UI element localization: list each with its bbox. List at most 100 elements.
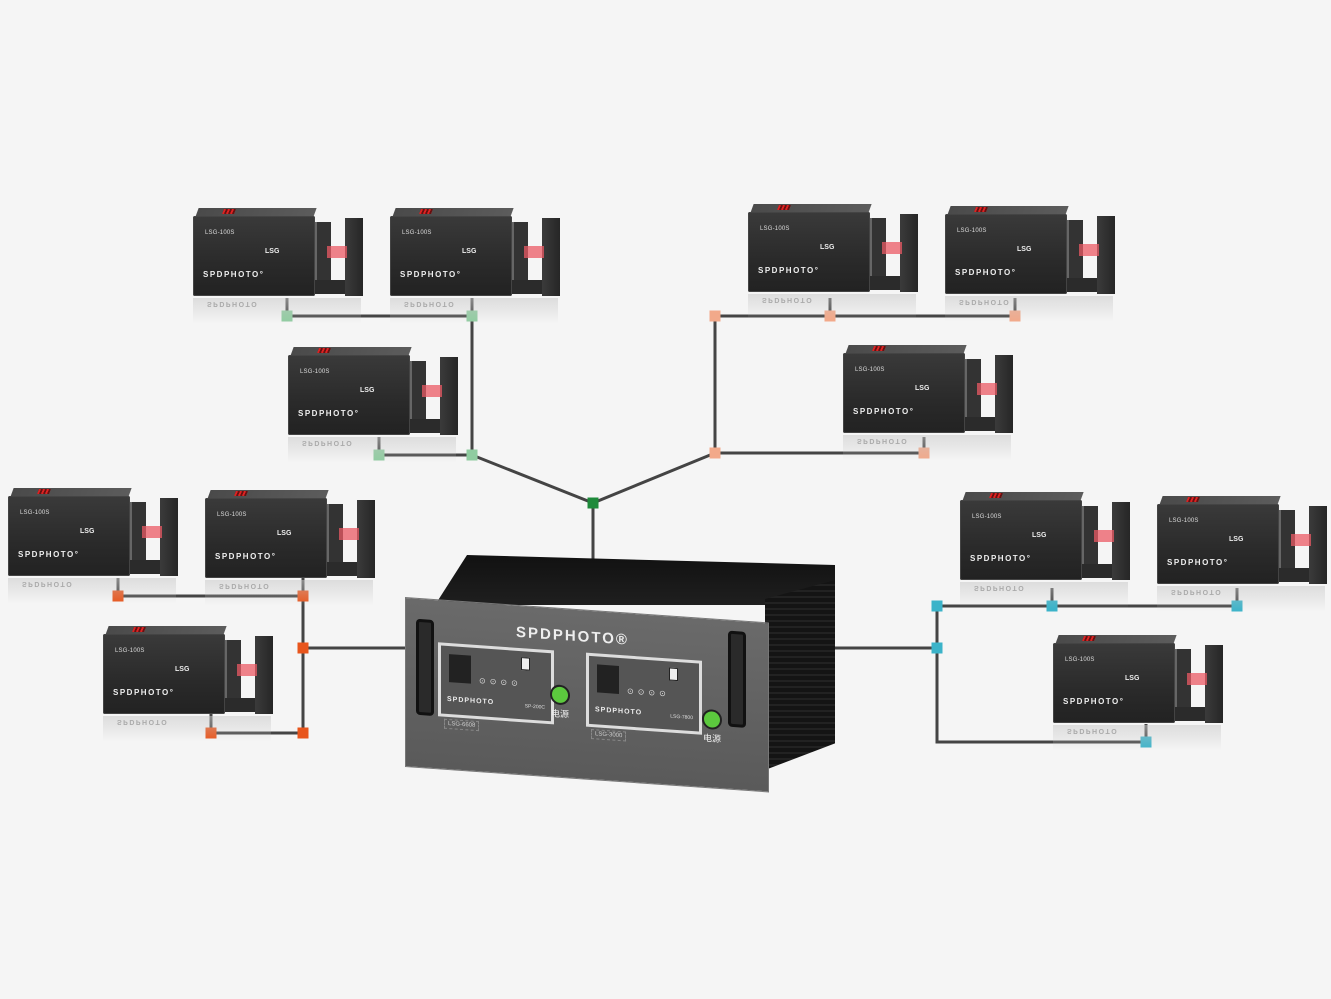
sensor-body <box>8 496 130 576</box>
laser-sensor-9: SPDPHOTO LSG-100S LSG SPDPHOTO° <box>103 626 273 746</box>
panel-model: SP-200C <box>524 703 545 711</box>
left-node <box>297 642 309 654</box>
sensor-model: LSG-100S <box>1065 657 1095 663</box>
panel-brand: SPDPHOTO <box>447 695 495 707</box>
laser-sensor-4: SPDPHOTO LSG-100S LSG SPDPHOTO° <box>748 204 918 324</box>
laser-sensor-11: SPDPHOTO LSG-100S LSG SPDPHOTO° <box>1157 496 1327 616</box>
reflection-text: SPDPHOTO <box>857 437 909 444</box>
red-indicator <box>37 489 51 494</box>
controller-brand: SPDPHOTO® <box>516 623 629 649</box>
sensor-body <box>193 216 315 296</box>
power-button-1[interactable] <box>550 684 570 706</box>
red-indicator <box>1082 636 1096 641</box>
reflection: SPDPHOTO <box>193 298 361 324</box>
sensor-brand: SPDPHOTO° <box>758 266 820 275</box>
sensor-brand: SPDPHOTO° <box>18 550 80 559</box>
sensor-type-label: LSG <box>1017 246 1032 253</box>
laser-beam <box>327 246 347 258</box>
reflection: SPDPHOTO <box>288 437 456 463</box>
sensor-model: LSG-100S <box>217 512 247 518</box>
laser-sensor-6: SPDPHOTO LSG-100S LSG SPDPHOTO° <box>843 345 1013 465</box>
red-indicator <box>132 627 146 632</box>
top-right-node <box>709 447 721 459</box>
sensor-fork <box>130 498 178 578</box>
laser-beam <box>1079 244 1099 256</box>
toggle-switch[interactable] <box>521 657 530 671</box>
sensor-body <box>205 498 327 578</box>
sensor-model: LSG-100S <box>760 226 790 232</box>
hub-node <box>587 497 599 509</box>
sensor-fork <box>870 214 918 294</box>
sensor-fork <box>327 500 375 580</box>
reflection-text: SPDPHOTO <box>1171 588 1223 595</box>
sensor-type-label: LSG <box>1125 675 1140 682</box>
sensor-model: LSG-100S <box>20 510 50 516</box>
laser-sensor-8: SPDPHOTO LSG-100S LSG SPDPHOTO° <box>205 490 375 610</box>
sensor-model: LSG-100S <box>402 230 432 236</box>
knob-icons: ⊙⊙⊙⊙ <box>479 676 522 689</box>
sensor-brand: SPDPHOTO° <box>970 554 1032 563</box>
sensor-brand: SPDPHOTO° <box>203 270 265 279</box>
sensor-fork <box>1175 645 1223 725</box>
controller-side-vents <box>765 580 835 770</box>
sensor-brand: SPDPHOTO° <box>1063 697 1125 706</box>
red-indicator <box>989 493 1003 498</box>
reflection-text: SPDPHOTO <box>762 296 814 303</box>
control-panel-2: ⊙⊙⊙⊙ SPDPHOTO LSG-7800 <box>586 652 702 735</box>
sensor-fork <box>1279 506 1327 586</box>
laser-beam <box>1291 534 1311 546</box>
controller-front-panel: SPDPHOTO® ⊙⊙⊙⊙ SPDPHOTO SP-200C LSG-6608… <box>405 597 769 793</box>
red-indicator <box>317 348 331 353</box>
reflection: SPDPHOTO <box>1157 586 1325 612</box>
left-handle <box>416 618 434 717</box>
controller-unit: SPDPHOTO® ⊙⊙⊙⊙ SPDPHOTO SP-200C LSG-6608… <box>405 555 835 793</box>
power-label-2: 电源 <box>703 732 722 745</box>
sensor-type-label: LSG <box>360 387 375 394</box>
top-left-node <box>466 449 478 461</box>
sensor-model: LSG-100S <box>855 367 885 373</box>
reflection: SPDPHOTO <box>103 716 271 742</box>
sensor-model: LSG-100S <box>205 230 235 236</box>
laser-beam <box>237 664 257 676</box>
sensor-fork <box>1067 216 1115 296</box>
sensor-brand: SPDPHOTO° <box>113 688 175 697</box>
right-handle <box>728 630 746 728</box>
sensor-brand: SPDPHOTO° <box>400 270 462 279</box>
sensor-fork <box>225 636 273 716</box>
reflection: SPDPHOTO <box>748 294 916 320</box>
red-indicator <box>872 346 886 351</box>
reflection-text: SPDPHOTO <box>974 584 1026 591</box>
reflection: SPDPHOTO <box>205 580 373 606</box>
sensor-model: LSG-100S <box>115 648 145 654</box>
sensor-body <box>1053 643 1175 723</box>
red-indicator <box>234 491 248 496</box>
sensor-fork <box>1082 502 1130 582</box>
sensor-brand: SPDPHOTO° <box>955 268 1017 277</box>
sensor-type-label: LSG <box>820 244 835 251</box>
sensor-type-label: LSG <box>1229 536 1244 543</box>
red-indicator <box>1186 497 1200 502</box>
panel-model: LSG-7800 <box>670 713 693 722</box>
reflection-text: SPDPHOTO <box>207 300 259 307</box>
reflection: SPDPHOTO <box>1053 725 1221 751</box>
sensor-type-label: LSG <box>277 530 292 537</box>
laser-beam <box>1094 530 1114 542</box>
reflection-text: SPDPHOTO <box>117 718 169 725</box>
laser-sensor-2: SPDPHOTO LSG-100S LSG SPDPHOTO° <box>390 208 560 328</box>
sensor-fork <box>965 355 1013 435</box>
power-button-2[interactable] <box>702 708 722 731</box>
sensor-type-label: LSG <box>265 248 280 255</box>
sensor-model: LSG-100S <box>957 228 987 234</box>
sensor-model: LSG-100S <box>1169 518 1199 524</box>
toggle-switch[interactable] <box>669 667 678 682</box>
red-indicator <box>777 205 791 210</box>
panel-brand: SPDPHOTO <box>595 706 643 717</box>
laser-beam <box>1187 673 1207 685</box>
reflection: SPDPHOTO <box>945 296 1113 322</box>
display-screen <box>449 654 471 684</box>
red-indicator <box>222 209 236 214</box>
laser-sensor-1: SPDPHOTO LSG-100S LSG SPDPHOTO° <box>193 208 363 328</box>
sensor-fork <box>410 357 458 437</box>
sensor-body <box>945 214 1067 294</box>
control-panel-1: ⊙⊙⊙⊙ SPDPHOTO SP-200C <box>438 642 554 725</box>
